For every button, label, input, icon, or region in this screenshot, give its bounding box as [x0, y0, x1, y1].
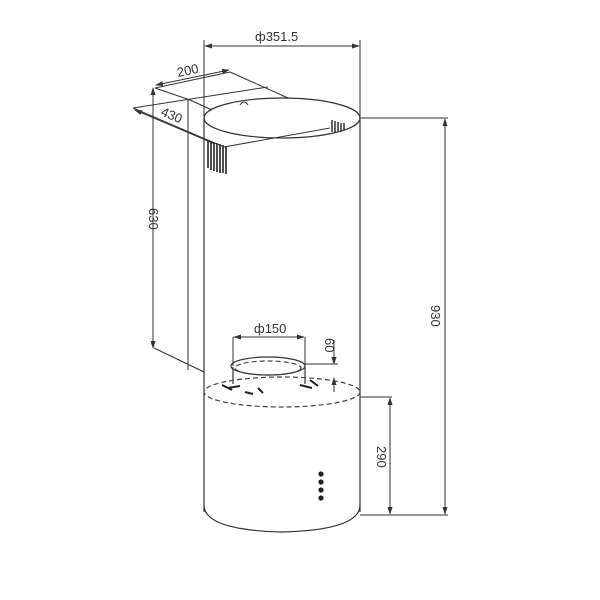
control-button-2[interactable]: [318, 479, 324, 485]
dim-lower-body-height: 290: [360, 396, 393, 515]
dim-body-diameter: ф351.5: [203, 29, 361, 118]
dim-total-height: 930: [360, 117, 448, 516]
dim-bracket-depth: 200: [155, 61, 230, 87]
outlet-collar: [203, 356, 361, 408]
dim-chimney-height: 630: [146, 87, 161, 349]
svg-text:930: 930: [428, 305, 443, 327]
svg-text:ф150: ф150: [254, 321, 286, 336]
svg-text:290: 290: [374, 446, 389, 468]
svg-text:60: 60: [322, 338, 337, 352]
hood-body: [203, 97, 361, 533]
dim-outlet-height: 60: [305, 338, 338, 392]
rim-hatching: [207, 120, 345, 174]
dim-outlet-diameter: ф150: [232, 321, 306, 366]
control-buttons: [318, 471, 324, 501]
svg-text:200: 200: [176, 61, 200, 80]
control-button-3[interactable]: [318, 487, 324, 493]
svg-text:ф351.5: ф351.5: [255, 29, 298, 44]
svg-text:430: 430: [159, 104, 185, 126]
svg-text:630: 630: [146, 208, 161, 230]
control-button-1[interactable]: [318, 471, 324, 477]
control-button-4[interactable]: [318, 495, 324, 501]
